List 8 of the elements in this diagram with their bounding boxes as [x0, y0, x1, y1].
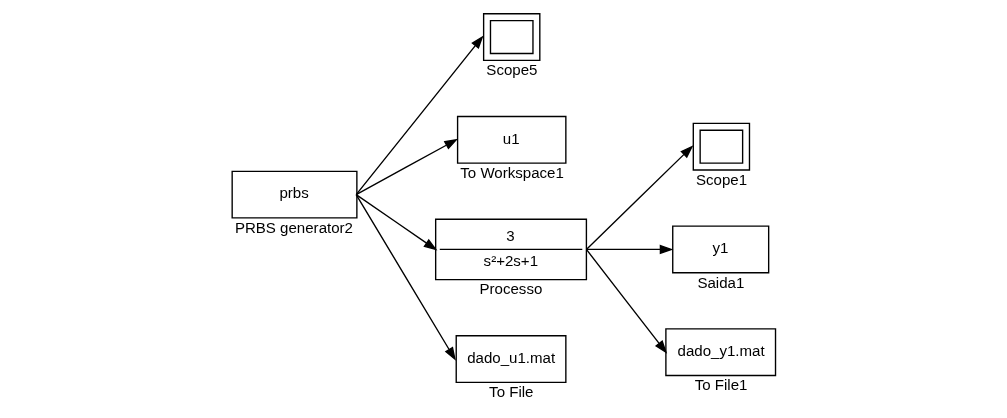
node-label: To File1 — [694, 376, 748, 394]
node-label: Saida1 — [697, 273, 745, 291]
node-label: PRBS generator2 — [234, 218, 353, 236]
node-label: Processo — [479, 280, 543, 298]
node-label: Scope5 — [486, 61, 538, 79]
node-label: To Workspace1 — [460, 163, 564, 181]
node-label: Scope1 — [696, 170, 748, 188]
node-label: To File — [489, 383, 534, 401]
